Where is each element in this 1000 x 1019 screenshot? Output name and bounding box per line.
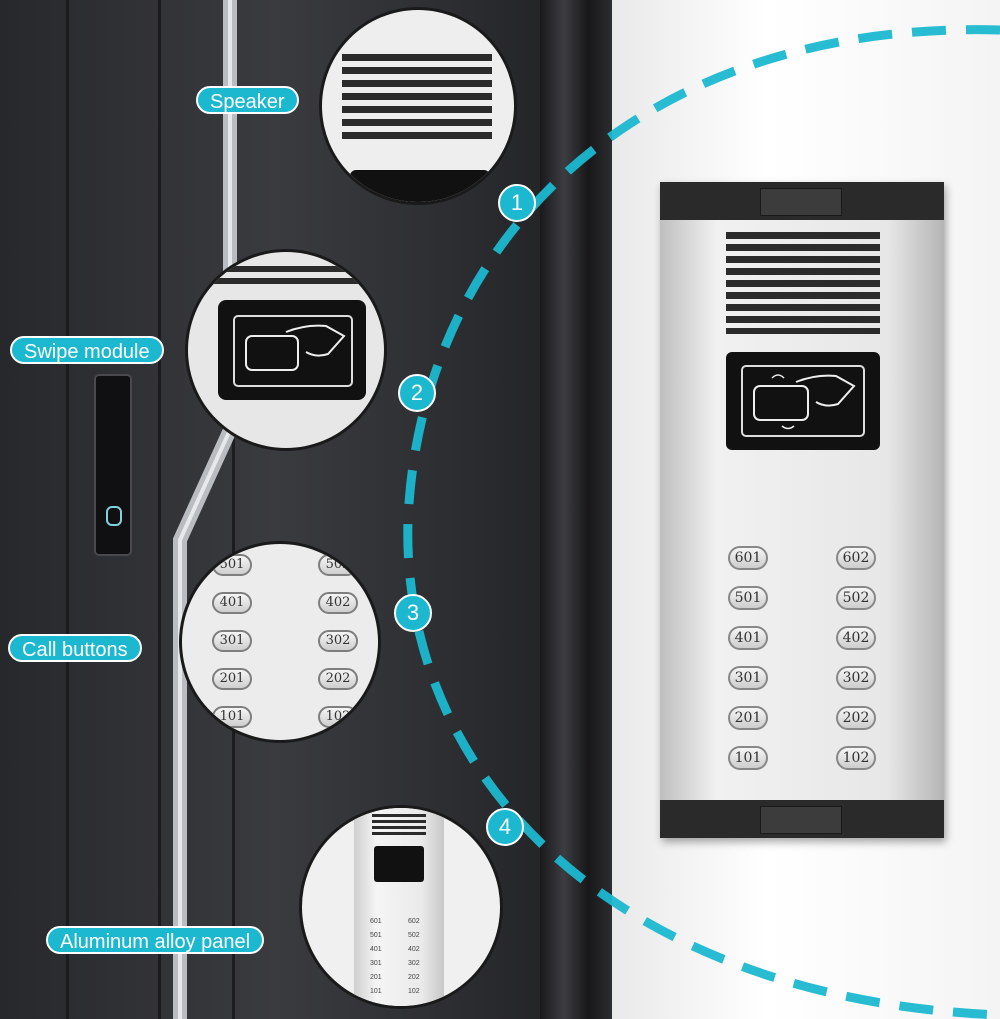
- call-button[interactable]: 201: [728, 706, 768, 730]
- mini-button: 301: [370, 960, 382, 967]
- zoom-call-button: 202: [318, 668, 358, 690]
- call-button[interactable]: 402: [836, 626, 876, 650]
- zoom-panel: 601 501 401 301 201 101 602 502 402 302 …: [302, 808, 500, 1006]
- label-call-buttons: Call buttons: [8, 634, 142, 662]
- call-button[interactable]: 501: [728, 586, 768, 610]
- badge-2: 2: [398, 374, 436, 412]
- zoom-speaker: [322, 10, 514, 202]
- fingerprint-lock-icon: [106, 506, 122, 526]
- mini-button: 502: [408, 932, 420, 939]
- door-groove: [66, 0, 69, 1019]
- call-button[interactable]: 101: [728, 746, 768, 770]
- mini-button: 501: [370, 932, 382, 939]
- mini-button: 402: [408, 946, 420, 953]
- panel-cap-top: [660, 182, 944, 220]
- zoom-call-button: 402: [318, 592, 358, 614]
- mini-button: 601: [370, 918, 382, 925]
- call-button[interactable]: 302: [836, 666, 876, 690]
- zoom-call-button: 101: [212, 706, 252, 728]
- door-groove: [158, 0, 161, 1019]
- call-button[interactable]: 602: [836, 546, 876, 570]
- mini-button: 202: [408, 974, 420, 981]
- mini-button: 102: [408, 988, 420, 995]
- label-aluminum-panel: Aluminum alloy panel: [46, 926, 265, 954]
- badge-1: 1: [498, 184, 536, 222]
- door-groove: [232, 0, 235, 1019]
- zoom-call-button: 501: [212, 554, 252, 576]
- label-speaker: Speaker: [196, 86, 299, 114]
- zoom-call-buttons: 501 401 301 201 101 502 402 302 202 102: [182, 544, 378, 740]
- mini-button: 401: [370, 946, 382, 953]
- badge-4: 4: [486, 808, 524, 846]
- zoom-call-button: 302: [318, 630, 358, 652]
- card-reader: [726, 352, 880, 450]
- call-button[interactable]: 202: [836, 706, 876, 730]
- mini-button: 602: [408, 918, 420, 925]
- zoom-call-button: 102: [318, 706, 358, 728]
- zoom-call-button: 201: [212, 668, 252, 690]
- zoom-call-button: 401: [212, 592, 252, 614]
- call-button[interactable]: 301: [728, 666, 768, 690]
- call-button[interactable]: 502: [836, 586, 876, 610]
- mini-button: 302: [408, 960, 420, 967]
- call-button[interactable]: 102: [836, 746, 876, 770]
- door-handle: [173, 0, 237, 1019]
- zoom-call-button: 301: [212, 630, 252, 652]
- call-button[interactable]: 601: [728, 546, 768, 570]
- zoom-swipe: [188, 252, 384, 448]
- mini-button: 101: [370, 988, 382, 995]
- mini-button: 201: [370, 974, 382, 981]
- speaker-grille: [726, 232, 880, 334]
- smart-lock: [96, 376, 130, 554]
- call-button[interactable]: 401: [728, 626, 768, 650]
- intercom-panel: 601 501 401 301 201 101 602 502 402 302 …: [660, 182, 944, 838]
- panel-cap-bottom: [660, 800, 944, 838]
- card-swipe-icon: [741, 365, 865, 437]
- zoom-call-button: 502: [318, 554, 358, 576]
- badge-3: 3: [394, 594, 432, 632]
- label-swipe-module: Swipe module: [10, 336, 164, 364]
